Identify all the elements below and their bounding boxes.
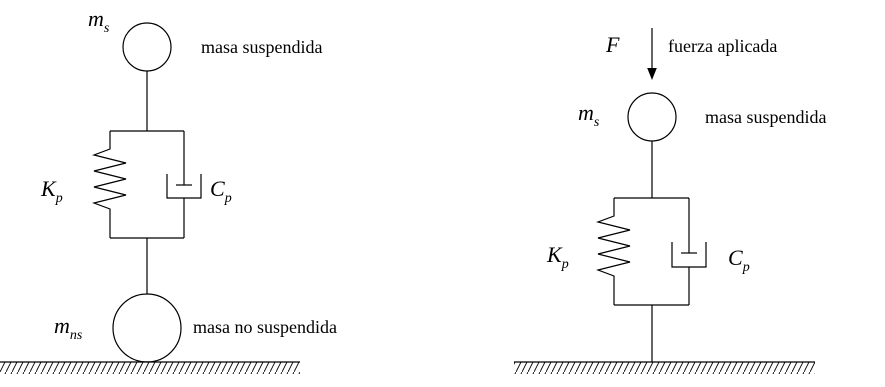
left-sprung-mass-symbol: ms bbox=[88, 6, 110, 36]
right-ground-hatching bbox=[514, 362, 815, 374]
left-spring-symbol: Kp bbox=[40, 176, 63, 206]
right-diagram: F fuerza aplicada ms masa suspendida Kp … bbox=[514, 28, 826, 374]
left-damper-symbol: Cp bbox=[210, 176, 232, 206]
left-damper bbox=[166, 131, 202, 238]
left-sprung-mass-label: masa suspendida bbox=[201, 37, 322, 57]
left-sprung-mass bbox=[122, 22, 172, 72]
left-spring bbox=[91, 131, 127, 238]
right-spring bbox=[595, 198, 631, 305]
right-damper bbox=[671, 198, 707, 305]
right-sprung-mass-symbol: ms bbox=[578, 100, 600, 130]
left-unsprung-mass bbox=[112, 293, 182, 363]
left-unsprung-mass-label: masa no suspendida bbox=[193, 317, 337, 337]
right-spring-symbol: Kp bbox=[546, 242, 569, 272]
right-sprung-mass bbox=[627, 92, 677, 142]
left-diagram: ms masa suspendida Kp Cp mns ma bbox=[0, 6, 337, 374]
left-ground-hatching bbox=[0, 362, 300, 374]
right-damper-symbol: Cp bbox=[728, 245, 750, 275]
left-unsprung-mass-symbol: mns bbox=[54, 313, 83, 343]
right-force-symbol: F bbox=[605, 32, 620, 57]
right-force-label: fuerza aplicada bbox=[668, 36, 777, 56]
right-sprung-mass-label: masa suspendida bbox=[705, 107, 826, 127]
